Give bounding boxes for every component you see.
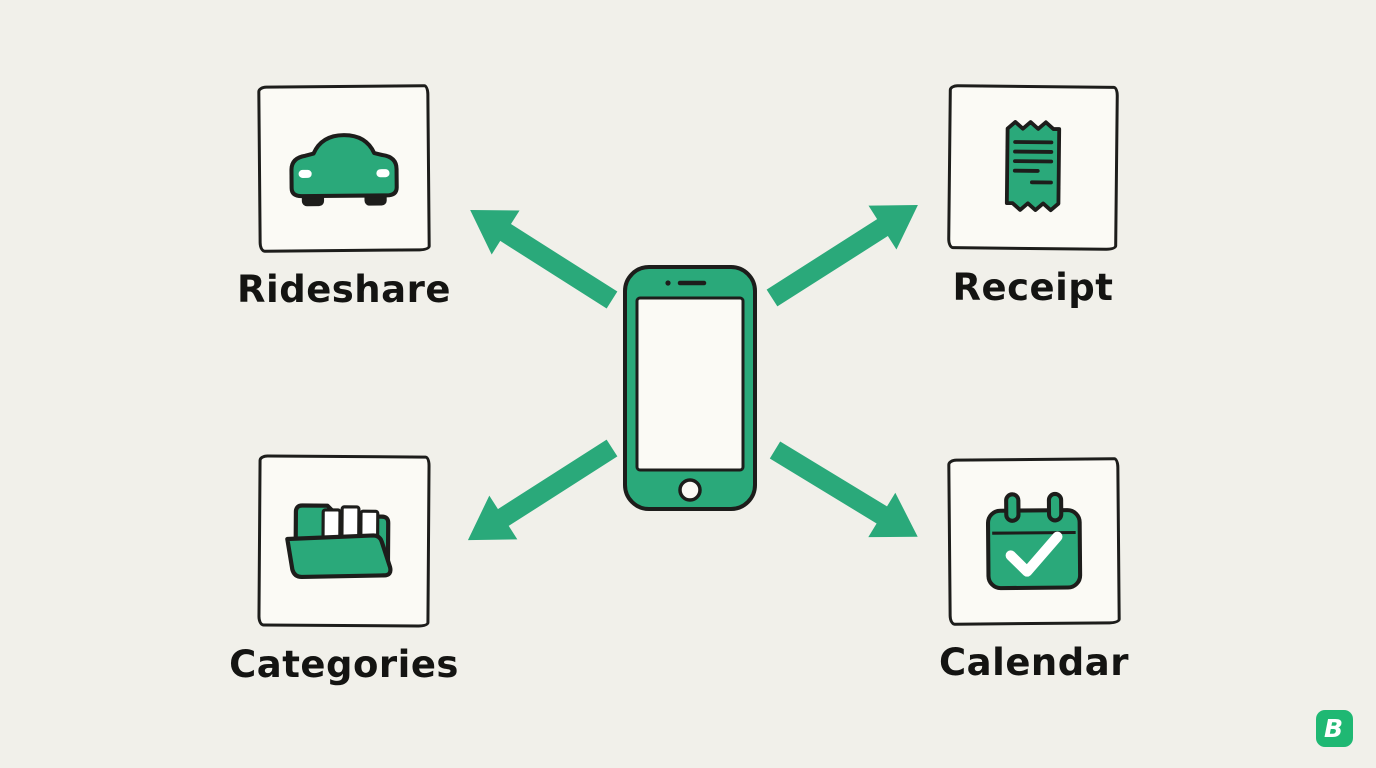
calendar-icon: [985, 491, 1083, 590]
node-receipt: Receipt: [947, 84, 1119, 309]
receipt-icon: [1004, 119, 1062, 212]
car-icon: [289, 132, 399, 206]
node-categories: Categories: [229, 454, 458, 686]
brand-logo: B: [1316, 710, 1353, 747]
receipt-label: Receipt: [952, 266, 1114, 309]
calendar-label: Calendar: [939, 641, 1129, 684]
node-rideshare: Rideshare: [237, 84, 450, 311]
folder-icon: [285, 503, 393, 580]
rideshare-box: [257, 84, 431, 253]
arrow-to-calendar: [769, 441, 918, 538]
rideshare-label: Rideshare: [237, 268, 451, 311]
calendar-box: [947, 457, 1121, 626]
phone-camera-dot: [665, 280, 671, 286]
categories-box: [257, 454, 431, 628]
receipt-box: [947, 84, 1119, 251]
phone-home-button: [678, 478, 702, 502]
arrow-to-rideshare: [470, 209, 618, 309]
phone-illustration: [620, 262, 760, 514]
arrow-to-categories: [467, 439, 618, 541]
node-calendar: Calendar: [939, 457, 1128, 684]
phone-icon: [623, 265, 757, 511]
arrow-to-receipt: [766, 205, 918, 307]
brand-logo-letter: B: [1323, 714, 1344, 743]
categories-label: Categories: [229, 643, 459, 686]
